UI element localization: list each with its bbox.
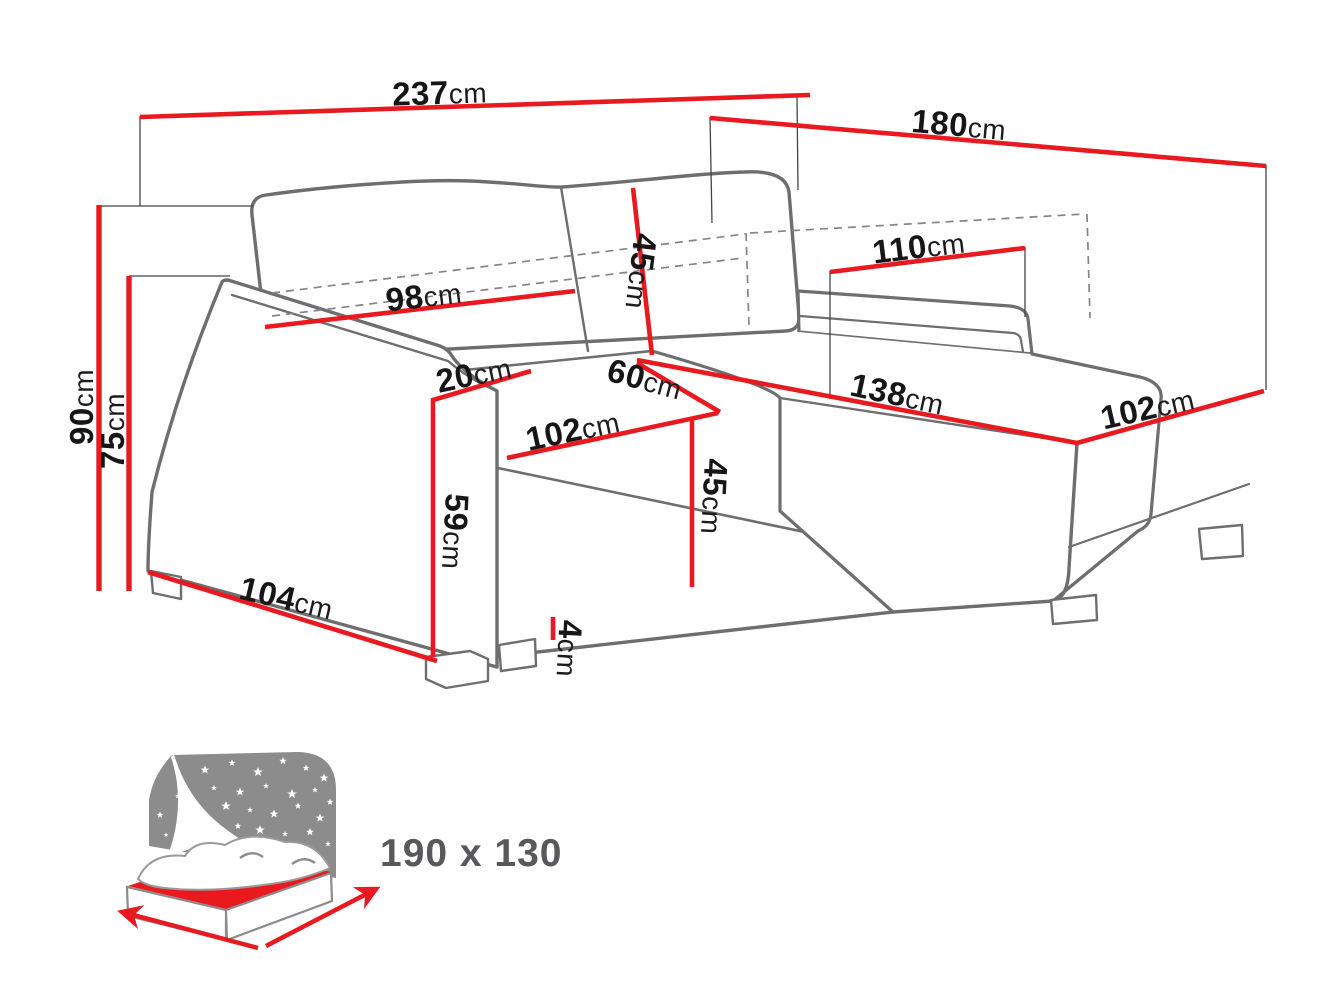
leg-front-left — [424, 649, 490, 690]
sleeping-area-label: 190 x 130 — [380, 832, 563, 875]
leg-chaise-middle — [1049, 593, 1099, 626]
dim-label-leg-height: 4cm — [550, 619, 590, 678]
seat-section — [455, 352, 893, 661]
dim-line-backrest-width — [264, 288, 576, 330]
chaise-right-edge — [1030, 352, 1163, 533]
blanket — [136, 835, 332, 891]
dim-label-backrest-width: 98cm — [384, 273, 464, 319]
dim-line-chaise-length-width — [636, 357, 1265, 446]
backrest-seam — [559, 185, 590, 353]
chaise-base-seam — [1067, 482, 1251, 549]
dim-line-total-width — [139, 92, 811, 120]
dim-label-armrest-height: 75cm — [94, 393, 131, 469]
leg-chaise-right — [1197, 523, 1245, 561]
seat-back-edge — [453, 349, 654, 373]
dimension-lines — [96, 92, 1267, 664]
blanket-fold-1 — [239, 852, 264, 859]
leg-front-middle — [497, 637, 538, 673]
dim-label-total-height: 90cm — [63, 369, 100, 445]
arrow-width — [264, 886, 381, 948]
armrest-top-seam — [230, 293, 499, 393]
dim-line-seat-width — [506, 410, 719, 461]
dim-line-total-depth — [709, 115, 1267, 169]
dim-label-backrest-height: 45cm — [618, 231, 664, 311]
dim-line-armrest-width-and-height — [430, 368, 532, 657]
chaise-body — [658, 332, 1162, 612]
dim-line-side-depth — [147, 569, 438, 664]
arrow-length — [117, 905, 259, 951]
dim-label-total-width: 237cm — [392, 72, 488, 112]
moon-swoosh — [166, 754, 260, 860]
blanket-fold-2 — [291, 858, 316, 865]
dim-line-backrest-height — [630, 187, 655, 356]
dim-line-seat-gap — [635, 361, 722, 414]
chaise-backrest-seam — [798, 314, 1025, 354]
sleeping-function-icon: 190 x 130 — [117, 752, 563, 951]
dim-label-armrest-front-height: 59cm — [435, 493, 476, 571]
extension-lines — [99, 96, 1267, 399]
dim-label-seat-height: 45cm — [694, 458, 735, 536]
hidden-edges-dashed — [271, 213, 1091, 327]
dim-label-total-depth: 180cm — [910, 102, 1008, 147]
chaise-bottom-edge — [891, 599, 1055, 614]
dim-label-chaise-inner-depth: 110cm — [870, 223, 967, 271]
dim-line-chaise-inner-depth — [829, 245, 1026, 275]
mattress-side-right — [224, 871, 334, 942]
